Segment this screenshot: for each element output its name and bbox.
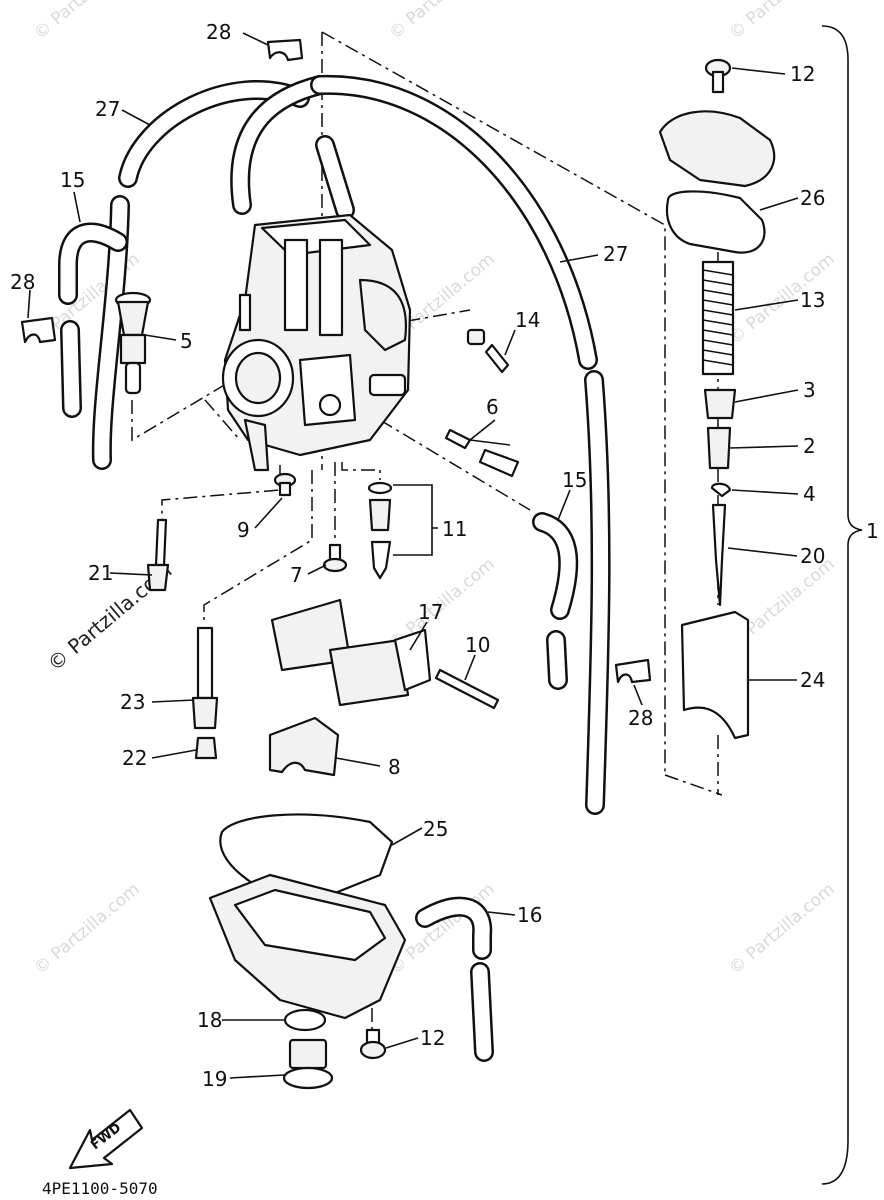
part-19-drain-plug xyxy=(282,1038,334,1090)
part-28-clip-right xyxy=(614,658,652,684)
part-2-plate xyxy=(706,426,732,470)
hose-15-left xyxy=(58,222,128,418)
part-23-needle-jet xyxy=(191,626,219,730)
callout-28-left: 28 xyxy=(10,270,35,294)
callout-18: 18 xyxy=(197,1008,222,1032)
callout-6: 6 xyxy=(486,395,499,419)
part-17-float xyxy=(270,598,432,707)
part-26-gasket xyxy=(665,190,766,254)
part-9-jet xyxy=(273,472,297,497)
callout-15-right: 15 xyxy=(562,468,587,492)
callout-15-left: 15 xyxy=(60,168,85,192)
callout-3: 3 xyxy=(803,378,816,402)
part-12-screw-top xyxy=(704,58,732,94)
part-28-clip-top xyxy=(266,38,304,62)
watermark-text: © Partzilla.com xyxy=(30,879,143,979)
carburetor-body xyxy=(221,213,412,472)
callout-20: 20 xyxy=(800,544,825,568)
diagram-code: 4PE1100-5070 xyxy=(42,1179,158,1198)
watermark-text: © Partzilla.com xyxy=(725,879,838,979)
hose-27-center xyxy=(230,74,611,815)
part-18-o-ring xyxy=(283,1008,327,1032)
part-21-pilot-screw xyxy=(146,518,170,592)
watermark-text: © Partzilla.com xyxy=(30,0,143,44)
callout-24: 24 xyxy=(800,668,825,692)
part-10-float-pin xyxy=(434,668,500,710)
callout-28-right: 28 xyxy=(628,706,653,730)
part-22-main-jet xyxy=(194,736,218,760)
part-11-needle-valve xyxy=(367,481,393,580)
part-20-jet-needle xyxy=(711,503,727,607)
callout-13: 13 xyxy=(800,288,825,312)
part-4-clip xyxy=(710,482,732,498)
callout-assembly-1: 1 xyxy=(866,519,879,543)
callout-28-top: 28 xyxy=(206,20,231,44)
callout-labels: 28 27 15 28 5 12 26 27 13 14 6 3 2 4 9 1… xyxy=(10,20,879,1091)
part-8-baffle xyxy=(268,716,340,777)
hose-15-right xyxy=(532,512,579,690)
assembly-bracket xyxy=(821,25,863,1185)
callout-21: 21 xyxy=(88,561,113,585)
callout-17: 17 xyxy=(418,600,443,624)
callout-12-top: 12 xyxy=(790,62,815,86)
part-25-float-bowl-gasket xyxy=(219,813,394,897)
part-13-spring xyxy=(701,260,735,376)
callout-19: 19 xyxy=(202,1067,227,1091)
callout-23: 23 xyxy=(120,690,145,714)
construction-lines xyxy=(131,31,723,1030)
callout-5: 5 xyxy=(180,329,193,353)
part-6-screw xyxy=(444,428,520,478)
watermark-text: © Partzilla.com xyxy=(385,0,498,44)
hose-16 xyxy=(415,896,494,1062)
fwd-arrow-icon: FWD xyxy=(68,1108,144,1170)
part-28-clip-left xyxy=(20,316,57,344)
watermark-text: © Partzilla.com xyxy=(725,0,838,44)
part-14-screw xyxy=(466,328,510,374)
callout-2: 2 xyxy=(803,434,816,458)
callout-22: 22 xyxy=(122,746,147,770)
callout-9: 9 xyxy=(237,518,250,542)
callout-11: 11 xyxy=(442,517,467,541)
callout-8: 8 xyxy=(388,755,401,779)
callout-4: 4 xyxy=(803,482,816,506)
callout-14: 14 xyxy=(515,308,540,332)
part-7-jet xyxy=(322,543,348,573)
part-3-holder xyxy=(703,388,737,420)
callout-16: 16 xyxy=(517,903,542,927)
callout-10: 10 xyxy=(465,633,490,657)
callout-12-bottom: 12 xyxy=(420,1026,445,1050)
callout-25: 25 xyxy=(423,817,448,841)
part-12-screw-bottom xyxy=(359,1028,387,1060)
callout-26: 26 xyxy=(800,186,825,210)
float-bowl xyxy=(208,873,407,1020)
part-5-starter-plunger xyxy=(114,291,152,395)
callout-7: 7 xyxy=(290,563,303,587)
top-cap xyxy=(658,110,776,188)
callout-27-right: 27 xyxy=(603,242,628,266)
callout-27-left: 27 xyxy=(95,97,120,121)
part-24-throttle-valve xyxy=(680,610,750,740)
leader-lines xyxy=(27,32,799,1079)
